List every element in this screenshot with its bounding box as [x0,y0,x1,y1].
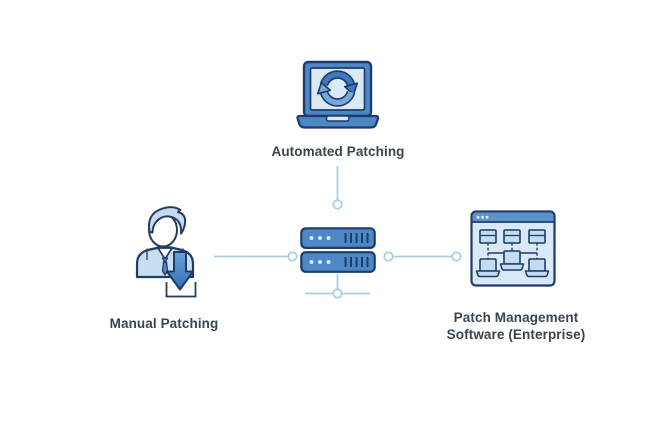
server-vents [344,233,369,267]
laptop-base-notch [325,115,350,122]
user-download-icon [135,206,197,298]
app-titlebar [472,212,554,222]
window-dots-icon [476,215,489,219]
server-stack-icon [300,227,376,273]
software-label-line2: Software (Enterprise) [446,327,586,342]
software-label-line1: Patch Management [453,310,579,325]
network-diagram [475,229,550,278]
person-tie [161,257,169,276]
connector-node-bottom [332,288,343,299]
connector-node-right-a [383,251,394,262]
download-tray [165,282,197,298]
sync-arrows-icon [316,70,359,107]
connector-node-top [332,199,343,210]
window-network-icon [470,210,556,287]
download-arrow-icon [166,251,194,291]
laptop-sync-icon [296,60,380,129]
manual-patching-label: Manual Patching [109,316,219,331]
connector-node-right-b [451,251,462,262]
automated-patching-label: Automated Patching [271,144,405,159]
server-leds [309,236,331,264]
connector-node-left [287,251,298,262]
patch-management-software-label: Patch Management Software (Enterprise) [426,309,606,343]
person-hair [148,206,187,235]
person-collar [157,247,173,260]
